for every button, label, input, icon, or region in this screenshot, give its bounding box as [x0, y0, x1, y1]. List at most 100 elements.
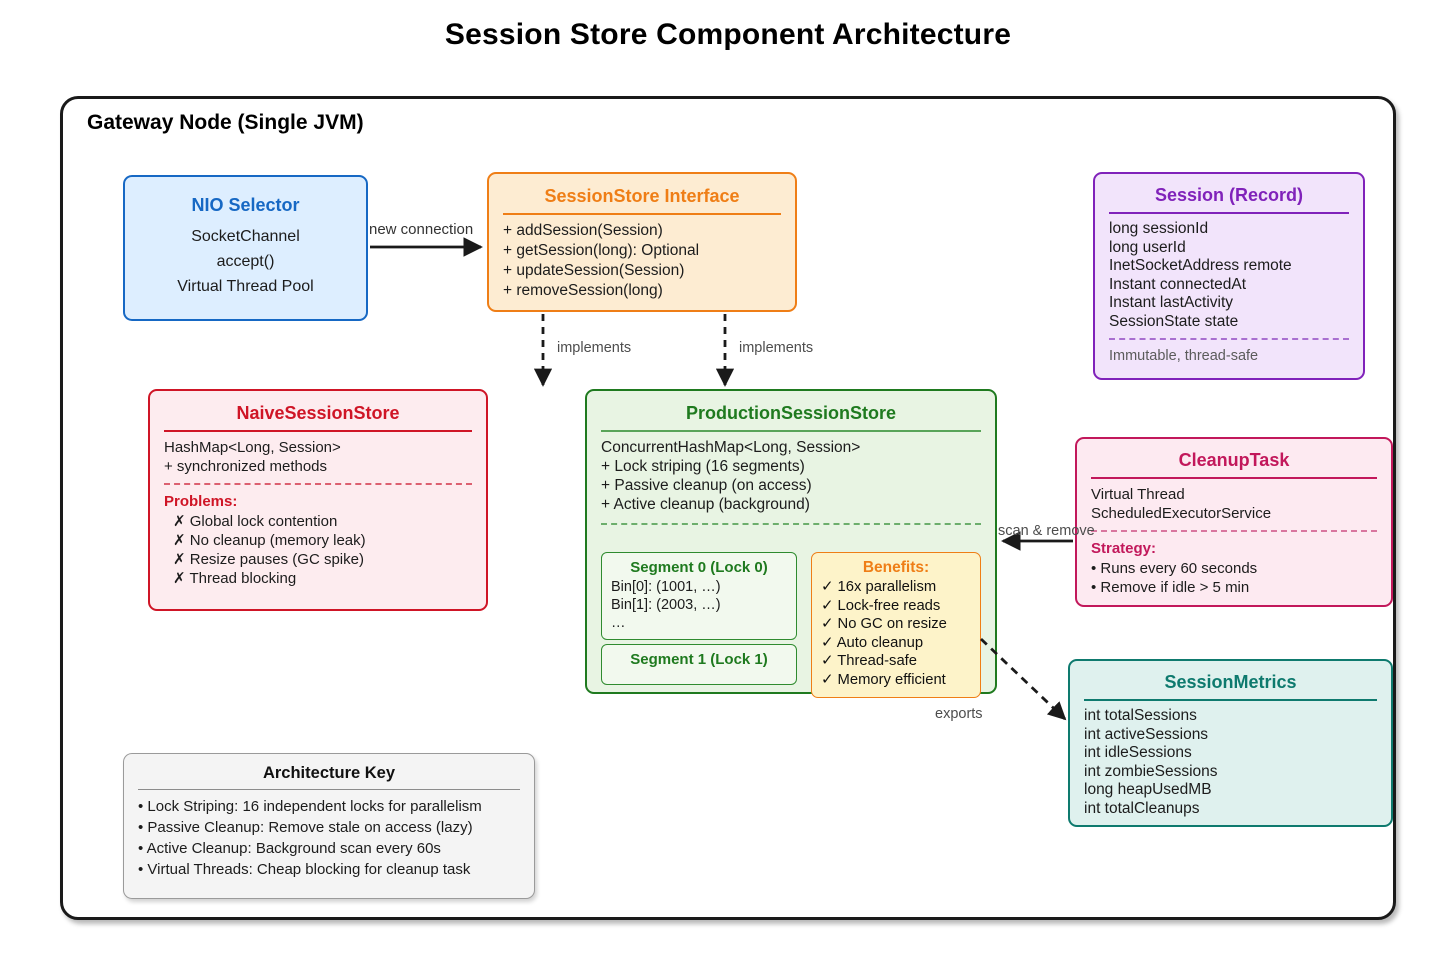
benefit-item: ✓ Thread-safe [821, 653, 918, 669]
detail-line: + Active cleanup (background) [601, 496, 810, 513]
metric-line: int totalCleanups [1084, 799, 1200, 817]
problems-list: ✗ Global lock contention ✗ No cleanup (m… [164, 512, 472, 588]
metric-line: int idleSessions [1084, 744, 1192, 761]
key-item: • Lock Striping: 16 independent locks fo… [138, 798, 482, 815]
session-metrics-title: SessionMetrics [1164, 672, 1297, 692]
detail-line: + Lock striping (16 segments) [601, 458, 805, 475]
architecture-key-title: Architecture Key [262, 764, 396, 782]
divider [503, 213, 781, 215]
edge-label-new-connection: new connection [369, 221, 474, 238]
problems-heading: Problems: [164, 493, 238, 510]
benefit-item: ✓ No GC on resize [821, 616, 947, 632]
architecture-key-legend: Architecture Key • Lock Striping: 16 ind… [123, 753, 535, 899]
edge-label-implements-naive: implements [557, 340, 632, 356]
session-record-body: long sessionId long userId InetSocketAdd… [1095, 220, 1363, 374]
strategy-heading: Strategy: [1091, 540, 1157, 557]
segment-bin-line: Bin[0]: (1001, …) [611, 579, 721, 595]
sessionstore-interface-body: + addSession(Session) + getSession(long)… [489, 221, 795, 309]
divider [1109, 212, 1349, 214]
segment-0-title: Segment 0 (Lock 0) [630, 559, 768, 576]
method-line: + removeSession(long) [503, 282, 663, 299]
page-title: Session Store Component Architecture [444, 18, 1012, 51]
dashed-divider [164, 483, 472, 485]
divider [1091, 477, 1377, 479]
segment-1-box[interactable]: Segment 1 (Lock 1) [601, 644, 797, 685]
node-production-session-store[interactable]: ProductionSessionStore ConcurrentHashMap… [585, 389, 997, 698]
benefit-item: ✓ 16x parallelism [821, 579, 937, 595]
method-line: + updateSession(Session) [503, 262, 685, 279]
problem-item: ✗ No cleanup (memory leak) [173, 532, 366, 549]
metric-line: long heapUsedMB [1084, 781, 1212, 798]
production-session-store-body: ConcurrentHashMap<Long, Session> + Lock … [587, 438, 995, 516]
benefits-title: Benefits: [862, 559, 930, 576]
divider [1084, 699, 1377, 701]
problem-item: ✗ Global lock contention [173, 513, 338, 530]
method-line: + getSession(long): Optional [503, 242, 700, 259]
field-line: Instant lastActivity [1109, 294, 1234, 311]
metric-line: int totalSessions [1084, 707, 1197, 724]
segment-ellipsis: … [611, 615, 626, 631]
edge-label-exports: exports [935, 706, 983, 722]
field-line: SessionState state [1109, 312, 1239, 330]
detail-line: + Passive cleanup (on access) [601, 477, 812, 494]
field-line: InetSocketAddress remote [1109, 257, 1292, 274]
divider [601, 430, 981, 432]
detail-line: ConcurrentHashMap<Long, Session> [601, 439, 861, 456]
edge-label-implements-production: implements [739, 340, 814, 356]
nio-selector-line: Virtual Thread Pool [177, 278, 314, 295]
field-line: long sessionId [1109, 220, 1209, 237]
key-item: • Active Cleanup: Background scan every … [138, 840, 441, 857]
strategy-item: • Remove if idle > 5 min [1091, 579, 1250, 596]
naive-session-store-body: HashMap<Long, Session> + synchronized me… [150, 438, 486, 596]
node-sessionstore-interface[interactable]: SessionStore Interface + addSession(Sess… [487, 172, 797, 312]
metric-line: int zombieSessions [1084, 762, 1218, 780]
cleanup-task-body: Virtual Thread ScheduledExecutorService … [1077, 485, 1391, 605]
problem-item: ✗ Thread blocking [173, 570, 297, 587]
benefit-item: ✓ Auto cleanup [821, 634, 924, 651]
nio-selector-body: SocketChannel accept() Virtual Thread Po… [125, 222, 366, 307]
gateway-node-label: Gateway Node (Single JVM) [87, 111, 364, 134]
node-cleanup-task[interactable]: CleanupTask Virtual Thread ScheduledExec… [1075, 437, 1393, 607]
dashed-divider [1091, 530, 1377, 532]
dashed-divider [1109, 338, 1349, 340]
session-record-note: Immutable, thread-safe [1109, 348, 1259, 364]
detail-line: HashMap<Long, Session> [164, 439, 341, 456]
method-line: + addSession(Session) [503, 222, 663, 239]
nio-selector-title: NIO Selector [191, 195, 300, 215]
problem-item: ✗ Resize pauses (GC spike) [173, 551, 364, 568]
cleanup-task-title: CleanupTask [1178, 450, 1290, 470]
benefits-box: Benefits: ✓ 16x parallelism ✓ Lock-free … [811, 552, 981, 698]
segment-1-title: Segment 1 (Lock 1) [630, 651, 768, 668]
detail-line: + synchronized methods [164, 458, 328, 475]
edge-label-scan-remove: scan & remove [998, 523, 1095, 539]
benefit-item: ✓ Lock-free reads [821, 597, 941, 614]
metric-line: int activeSessions [1084, 725, 1209, 743]
key-item: • Virtual Threads: Cheap blocking for cl… [138, 861, 471, 878]
production-session-store-title: ProductionSessionStore [685, 403, 897, 423]
dashed-divider [601, 523, 981, 525]
divider [164, 430, 472, 432]
field-line: Instant connectedAt [1109, 275, 1247, 293]
sessionstore-interface-title: SessionStore Interface [544, 186, 740, 206]
production-inner-row: Segment 0 (Lock 0) Bin[0]: (1001, …) Bin… [601, 552, 981, 698]
segment-0-box[interactable]: Segment 0 (Lock 0) Bin[0]: (1001, …) Bin… [601, 552, 797, 640]
benefit-item: ✓ Memory efficient [821, 671, 946, 688]
naive-session-store-title: NaiveSessionStore [236, 403, 400, 423]
strategy-item: • Runs every 60 seconds [1091, 560, 1258, 577]
segment-stack: Segment 0 (Lock 0) Bin[0]: (1001, …) Bin… [601, 552, 797, 685]
segment-bin-line: Bin[1]: (2003, …) [611, 597, 721, 613]
key-item: • Passive Cleanup: Remove stale on acces… [138, 819, 473, 836]
nio-selector-line: accept() [216, 253, 275, 270]
divider [138, 789, 520, 790]
gateway-node-container: Gateway Node (Single JVM) NIO Selector S… [60, 96, 1396, 920]
node-session-metrics[interactable]: SessionMetrics int totalSessions int act… [1068, 659, 1393, 827]
nio-selector-line: SocketChannel [191, 228, 300, 245]
node-session-record[interactable]: Session (Record) long sessionId long use… [1093, 172, 1365, 380]
detail-line: ScheduledExecutorService [1091, 505, 1272, 522]
architecture-key-body: • Lock Striping: 16 independent locks fo… [124, 796, 534, 888]
node-naive-session-store[interactable]: NaiveSessionStore HashMap<Long, Session>… [148, 389, 488, 611]
session-metrics-body: int totalSessions int activeSessions int… [1070, 707, 1391, 826]
detail-line: Virtual Thread [1091, 486, 1185, 503]
node-nio-selector[interactable]: NIO Selector SocketChannel accept() Virt… [123, 175, 368, 321]
session-record-title: Session (Record) [1154, 185, 1304, 205]
